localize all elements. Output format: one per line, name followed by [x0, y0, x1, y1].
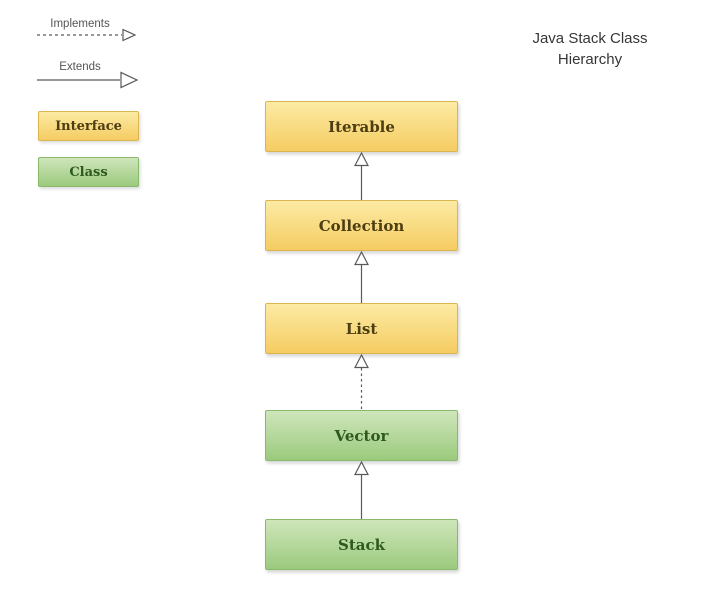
node-vector-label: Vector	[334, 426, 389, 445]
diagram-title-line2: Hierarchy	[557, 51, 623, 68]
legend-interface-swatch: Interface	[38, 111, 139, 141]
implements-dashed-arrow-icon	[37, 28, 137, 42]
edge-stack-extends-vector	[351, 461, 372, 519]
legend-implements: Implements	[36, 18, 140, 43]
node-iterable: Iterable	[265, 101, 458, 152]
node-collection-label: Collection	[318, 216, 405, 235]
node-stack-label: Stack	[337, 535, 385, 554]
node-vector: Vector	[265, 410, 458, 461]
legend-implements-label: Implements	[50, 18, 110, 30]
edge-vector-implements-list	[351, 354, 372, 410]
edge-collection-extends-iterable	[351, 152, 372, 200]
legend-class-label: Class	[69, 164, 108, 180]
extends-solid-arrow-icon	[37, 71, 139, 89]
diagram-title: Java Stack Class Hierarchy	[506, 28, 674, 70]
legend-extends: Extends	[36, 61, 140, 90]
node-list-label: List	[345, 319, 378, 338]
up-arrow-dashed-icon	[354, 354, 369, 410]
up-arrow-solid-icon	[354, 461, 369, 519]
up-arrow-solid-icon	[354, 152, 369, 200]
node-stack: Stack	[265, 519, 458, 570]
edge-list-extends-collection	[351, 251, 372, 303]
node-iterable-label: Iterable	[328, 117, 395, 136]
legend-class-swatch: Class	[38, 157, 139, 187]
legend-interface-label: Interface	[55, 118, 122, 134]
node-list: List	[265, 303, 458, 354]
up-arrow-solid-icon	[354, 251, 369, 303]
diagram-title-line1: Java Stack Class	[532, 30, 648, 47]
legend-extends-label: Extends	[59, 61, 101, 73]
node-collection: Collection	[265, 200, 458, 251]
